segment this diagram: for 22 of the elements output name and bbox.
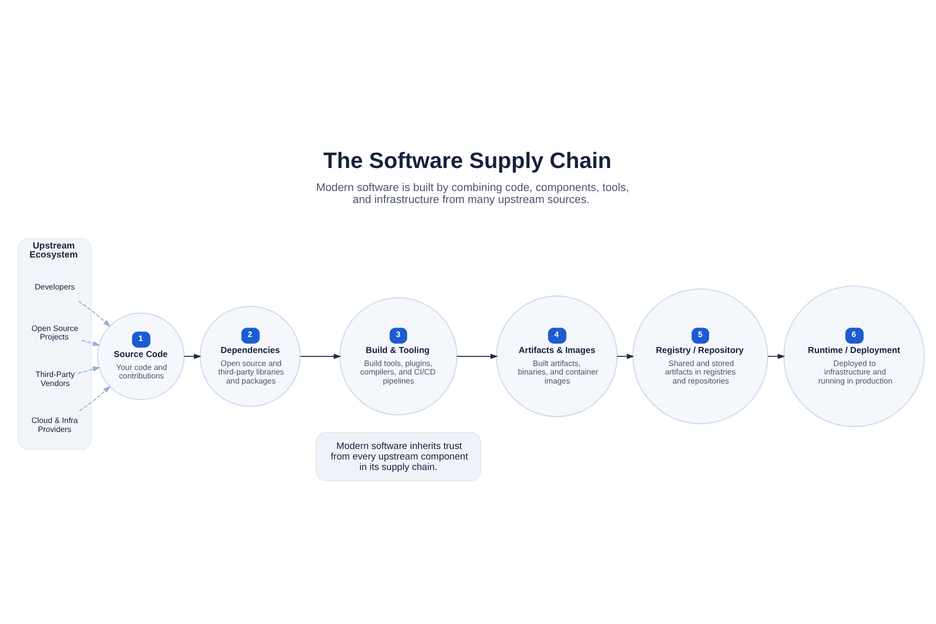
caption: Modern software is built by combining code, components, tools, and infrastructure from many upstream sources. xyxy=(316,182,629,206)
node-circle: 3 Build & Tooling Build tools, plugins, compilers, and CI/CD pipelines xyxy=(339,297,458,416)
arrow xyxy=(78,386,111,412)
arrow xyxy=(456,354,498,359)
node-text: Open Source Projects xyxy=(32,324,78,342)
node-circle: 5 Registry / Repository Shared and stored artifacts in registries and repositories xyxy=(632,288,768,424)
node-text: Cloud & Infra Providers xyxy=(32,416,78,434)
node-text: Third-Party Vendors xyxy=(35,370,75,388)
arrow xyxy=(78,300,111,327)
node-circle: 1 Source Code Your code and contributions xyxy=(97,312,185,400)
node-circle: 6 Runtime / Deployment Deployed to infrastructure and running in production xyxy=(783,286,925,428)
arrow xyxy=(184,354,202,359)
node-circle: 4 Artifacts & Images Built artifacts, binaries, and container images xyxy=(496,296,618,418)
node-circle: 2 Dependencies Open source and third-party libraries and packages xyxy=(200,306,301,407)
arrow xyxy=(616,354,634,359)
arrow xyxy=(81,340,100,346)
arrow xyxy=(300,354,342,359)
diagram-title: The Software Supply Chain xyxy=(323,148,612,174)
arrow xyxy=(78,366,100,374)
arrow xyxy=(767,354,786,359)
node-box: Modern software inherits trust from every upstream component in its supply chain. xyxy=(316,432,482,482)
node-text: Developers xyxy=(34,282,75,292)
